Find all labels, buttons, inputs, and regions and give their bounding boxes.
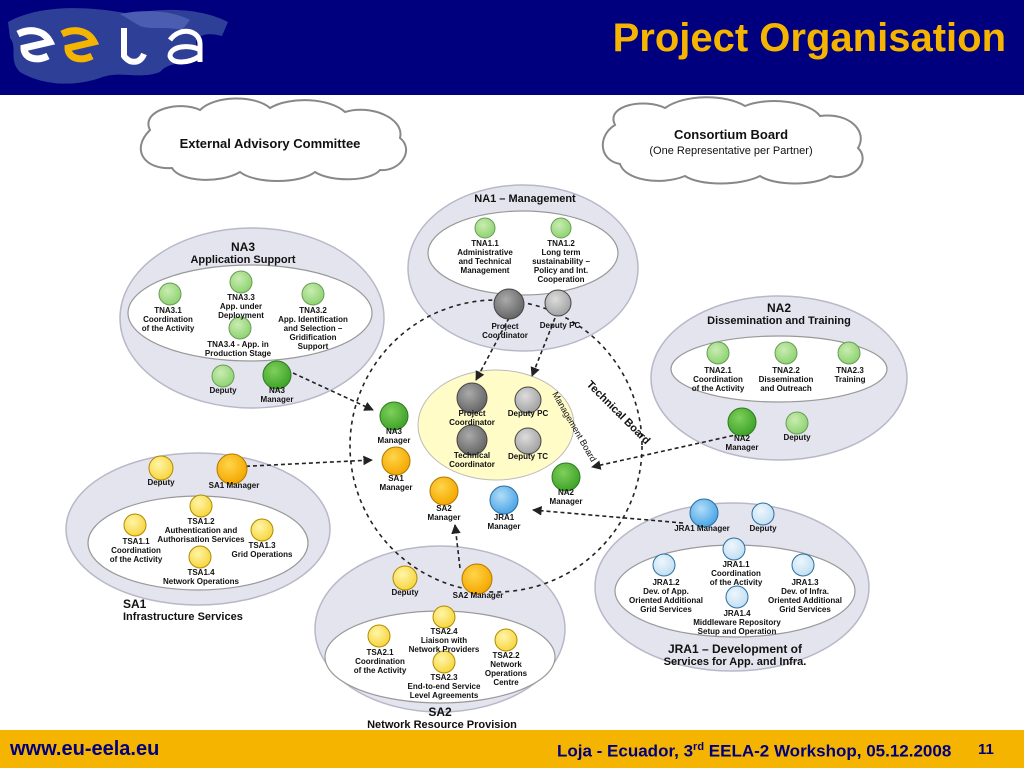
na3-subtitle: Application Support [190, 254, 295, 266]
na2-title: NA2 [767, 301, 791, 315]
sa1-manager-label: SA1 Manager [209, 481, 260, 490]
sa1-subtitle: Infrastructure Services [123, 611, 243, 623]
tb-dpc-label: Deputy PC [508, 409, 549, 418]
sa1-deputy-label: Deputy [147, 478, 175, 487]
advisory-label: External Advisory Committee [180, 136, 361, 151]
footer-event-text: Loja - Ecuador, 3rd EELA-2 Workshop, 05.… [557, 741, 952, 761]
management-board-ring [349, 299, 643, 593]
na1-dpc-label: Deputy PC [540, 321, 581, 330]
advisory-cloud: External Advisory Committee [139, 97, 407, 182]
footer-url-link[interactable]: www.eu-eela.eu [10, 738, 160, 760]
sa2-title: SA2 [428, 705, 452, 719]
jra1-deputy-label: Deputy [749, 524, 777, 533]
tb-dtc-label: Deputy TC [508, 452, 548, 461]
eela-logo [8, 8, 228, 84]
na2-subtitle: Dissemination and Training [707, 315, 851, 327]
na3-deputy-label: Deputy [209, 386, 237, 395]
na1-title: NA1 – Management [474, 193, 576, 205]
jra1-title: JRA1 – Development of [668, 642, 803, 656]
page-title: Project Organisation [612, 16, 1006, 60]
na3-title: NA3 [231, 240, 255, 254]
header-bar: Project Organisation [0, 0, 1024, 95]
consortium-title: Consortium Board [674, 127, 788, 142]
organisation-diagram: External Advisory Committee Consortium B… [65, 96, 908, 730]
footer-bar: www.eu-eela.eu Loja - Ecuador, 3rd EELA-… [0, 730, 1024, 768]
jra1-subtitle: Services for App. and Infra. [664, 656, 807, 668]
na2-deputy-label: Deputy [783, 433, 811, 442]
sa2-deputy-label: Deputy [391, 588, 419, 597]
sa2-subtitle: Network Resource Provision [367, 719, 517, 730]
technical-board-area [417, 369, 575, 481]
page-number: 11 [978, 741, 994, 758]
technical-board-label: Technical Board [584, 379, 652, 447]
consortium-subtitle: (One Representative per Partner) [649, 145, 812, 157]
sa1-title: SA1 [123, 597, 147, 611]
consortium-cloud: Consortium Board (One Representative per… [601, 96, 864, 185]
jra1-manager-label: JRA1 Manager [674, 524, 730, 533]
sa2-manager-label: SA2 Manager [453, 591, 504, 600]
